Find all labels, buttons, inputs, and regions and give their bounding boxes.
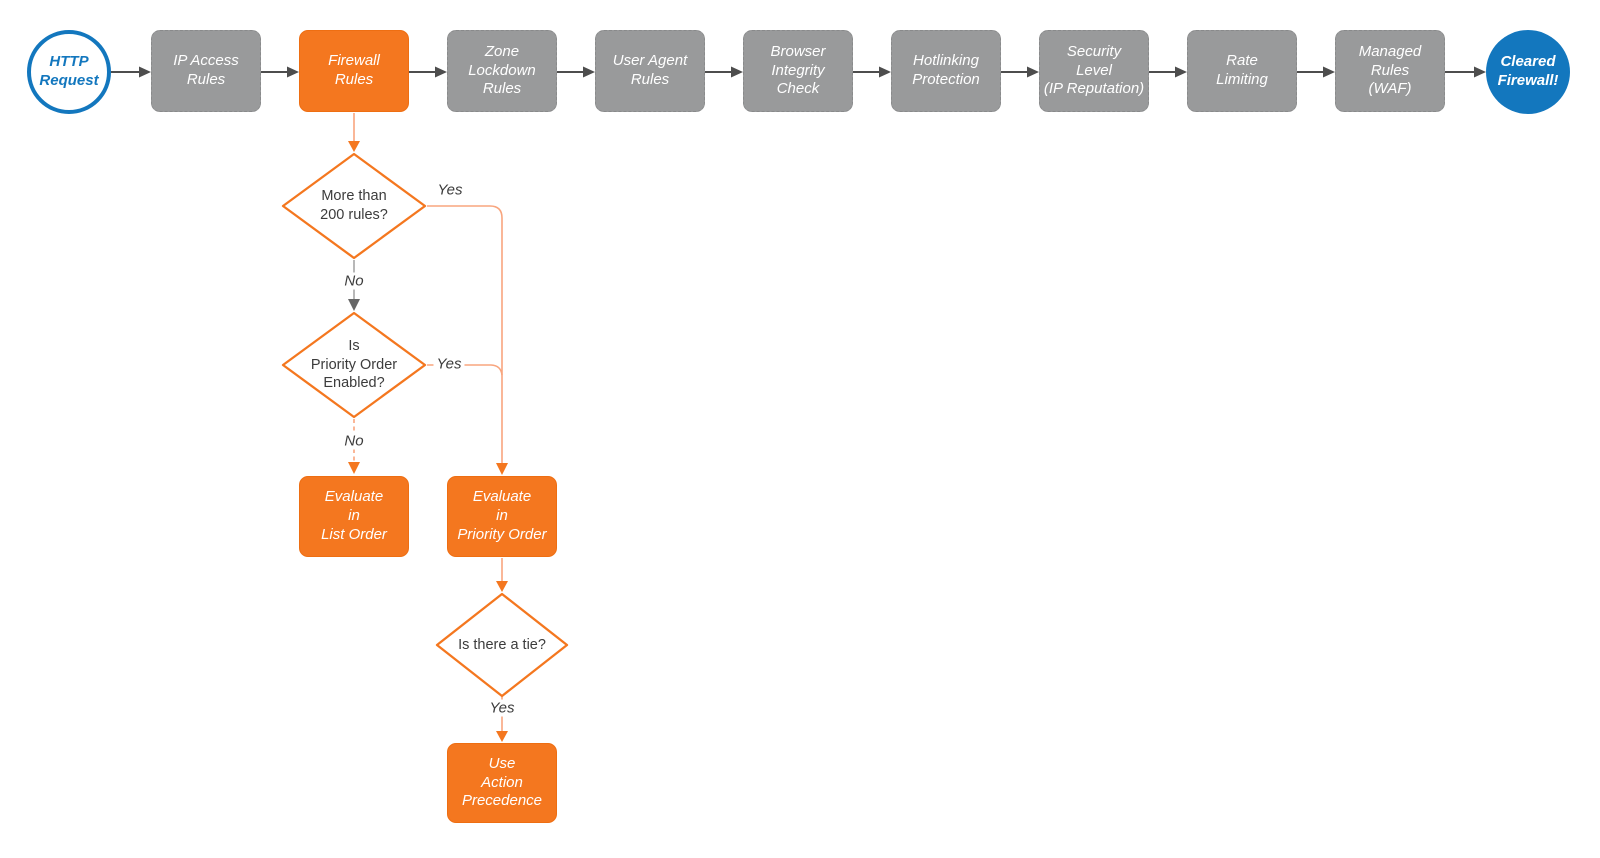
connector-priority-to-decision3 <box>496 558 508 592</box>
action-evaluate-list-order: Evaluate in List Order <box>299 476 409 557</box>
connector-decision2-no <box>348 419 360 474</box>
edge-label-decision1-no: No <box>341 272 367 290</box>
step-label: User Agent Rules <box>612 52 688 88</box>
action-label: Evaluate in Priority Order <box>457 488 547 543</box>
step-label: Zone Lockdown Rules <box>468 42 536 98</box>
end-node-label: Cleared Firewall! <box>1497 53 1559 89</box>
step-label: Hotlinking Protection <box>912 52 980 88</box>
step-label: Managed Rules (WAF) <box>1358 42 1422 98</box>
decision-is-there-a-tie: Is there a tie? <box>435 592 569 698</box>
step-rate-limiting: Rate Limiting <box>1187 30 1297 112</box>
edge-label-decision2-no: No <box>341 432 367 450</box>
decision-more-than-200-rules: More than 200 rules? <box>281 152 427 260</box>
start-node-label: HTTP Request <box>39 53 99 89</box>
action-label: Use Action Precedence <box>461 754 543 810</box>
step-browser-integrity-check: Browser Integrity Check <box>743 30 853 112</box>
step-user-agent-rules: User Agent Rules <box>595 30 705 112</box>
diamond-shape <box>435 592 569 698</box>
edge-label-decision2-yes: Yes <box>433 355 465 373</box>
step-label: Security Level (IP Reputation) <box>1043 42 1145 98</box>
step-security-level: Security Level (IP Reputation) <box>1039 30 1149 112</box>
step-zone-lockdown-rules: Zone Lockdown Rules <box>447 30 557 112</box>
connector-firewall-to-decision1 <box>348 113 360 152</box>
step-label: IP Access Rules <box>173 52 239 88</box>
connector-decision2-yes <box>427 364 503 376</box>
action-label: Evaluate in List Order <box>321 488 387 543</box>
start-node-http-request: HTTP Request <box>27 30 111 114</box>
step-hotlinking-protection: Hotlinking Protection <box>891 30 1001 112</box>
step-ip-access-rules: IP Access Rules <box>151 30 261 112</box>
decision-question: Is Priority Order Enabled? <box>310 337 398 392</box>
action-use-action-precedence: Use Action Precedence <box>447 743 557 823</box>
step-label: Browser Integrity Check <box>770 42 826 98</box>
decision-question: Is there a tie? <box>458 636 546 653</box>
step-firewall-rules: Firewall Rules <box>299 30 409 112</box>
action-evaluate-priority-order: Evaluate in Priority Order <box>447 476 557 557</box>
connector-decision1-yes <box>427 205 508 475</box>
diamond-shape <box>281 311 427 419</box>
step-label: Rate Limiting <box>1216 52 1268 88</box>
step-managed-rules-waf: Managed Rules (WAF) <box>1335 30 1445 112</box>
decision-question: More than 200 rules? <box>320 188 388 223</box>
step-label: Firewall Rules <box>328 52 380 88</box>
edge-label-decision3-yes: Yes <box>486 699 518 717</box>
diamond-shape <box>281 152 427 260</box>
top-row-connectors <box>111 66 1486 78</box>
decision-priority-order-enabled: Is Priority Order Enabled? <box>281 311 427 419</box>
end-node-cleared-firewall: Cleared Firewall! <box>1486 30 1570 114</box>
edge-label-decision1-yes: Yes <box>434 181 466 199</box>
